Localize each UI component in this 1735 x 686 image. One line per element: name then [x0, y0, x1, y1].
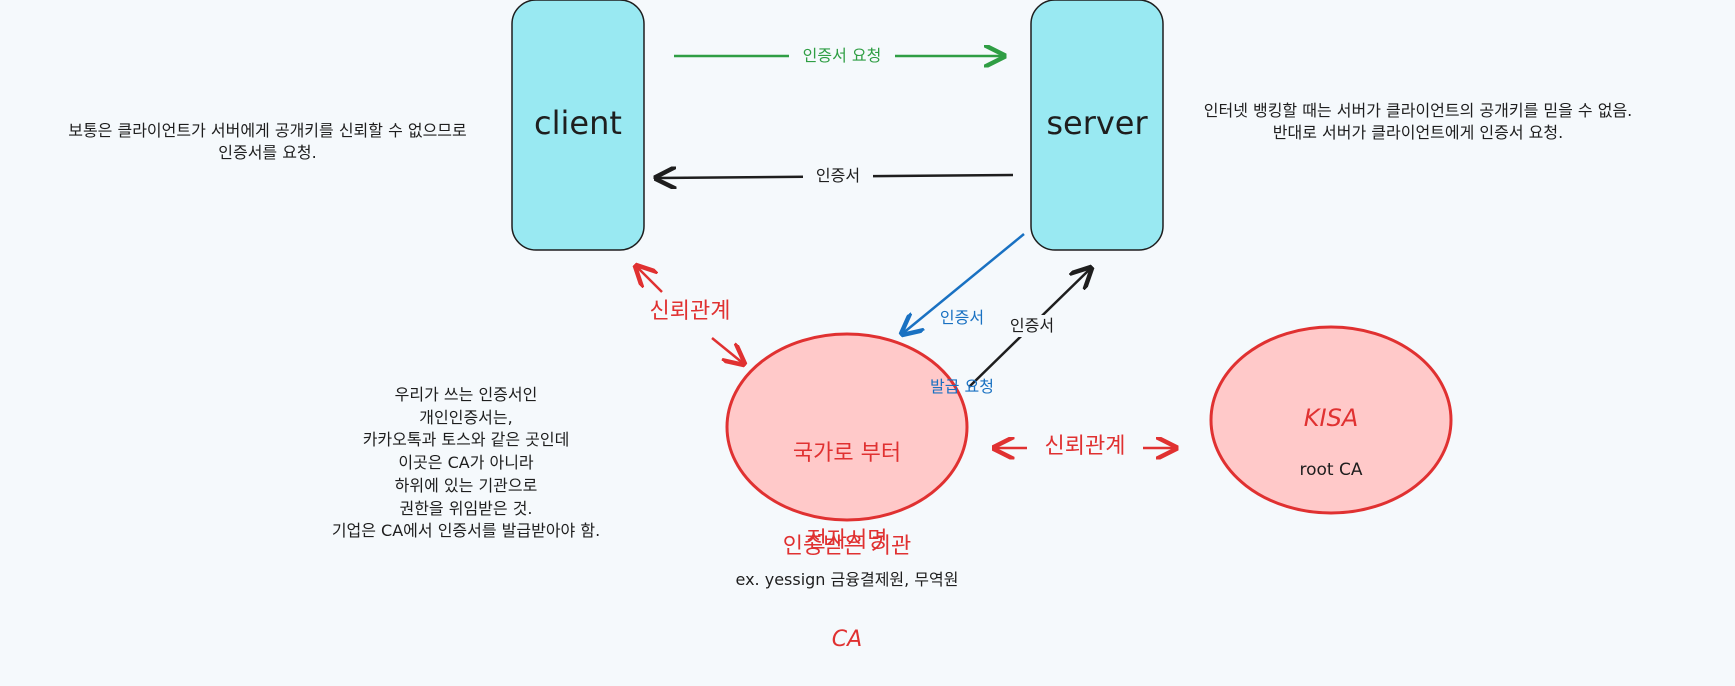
server-node	[1030, 0, 1164, 251]
cert-request-label: 인증서 요청	[789, 45, 895, 67]
ca-node	[725, 332, 969, 522]
ca-label-line-1: 국가로 부터	[792, 441, 902, 466]
kisa-node	[1209, 325, 1453, 515]
trust-client-ca-arrow-bottom	[711, 337, 744, 364]
issue-request-line-2: 발급 요청	[930, 377, 994, 396]
ca-label-line-3: CA	[831, 627, 863, 652]
note-right-top: 인터넷 뱅킹할 때는 서버가 클라이언트의 공개키를 믿을 수 없음. 반대로 …	[1203, 101, 1633, 142]
trust-ca-kisa-label: 신뢰관계	[1027, 432, 1143, 462]
issue-request-arrow	[902, 233, 1025, 334]
diagram-canvas	[511, 0, 1453, 522]
cert-return-label: 인증서	[803, 165, 873, 187]
note-left-bottom: 우리가 쓰는 인증서인 개인인증서는, 카카오톡과 토스와 같은 곳인데 이곳은…	[331, 385, 601, 541]
kisa-title: KISA	[1303, 404, 1359, 432]
digital-signature-label: 전자서명	[806, 528, 888, 553]
example-note: ex. yessign 금융결제원, 무역원	[735, 570, 959, 589]
client-label: client	[534, 104, 622, 142]
cert-to-server-label: 인증서	[999, 315, 1065, 337]
ca-label: 국가로 부터 인증받은 기관 CA	[747, 376, 947, 686]
server-label: server	[1046, 104, 1148, 142]
issue-request-line-1: 인증서	[939, 308, 985, 327]
kisa-subtitle: root CA	[1299, 460, 1363, 480]
trust-client-ca-arrow-top	[636, 266, 663, 293]
ca-label-line-2: 인증받은 기관	[782, 534, 912, 559]
trust-client-ca-label: 신뢰관계	[649, 299, 731, 324]
note-left-top: 보통은 클라이언트가 서버에게 공개키를 신뢰할 수 없으므로 인증서를 요청.	[68, 121, 467, 162]
issue-request-label: 인증서 발급 요청	[912, 260, 1012, 421]
client-node	[511, 0, 645, 251]
